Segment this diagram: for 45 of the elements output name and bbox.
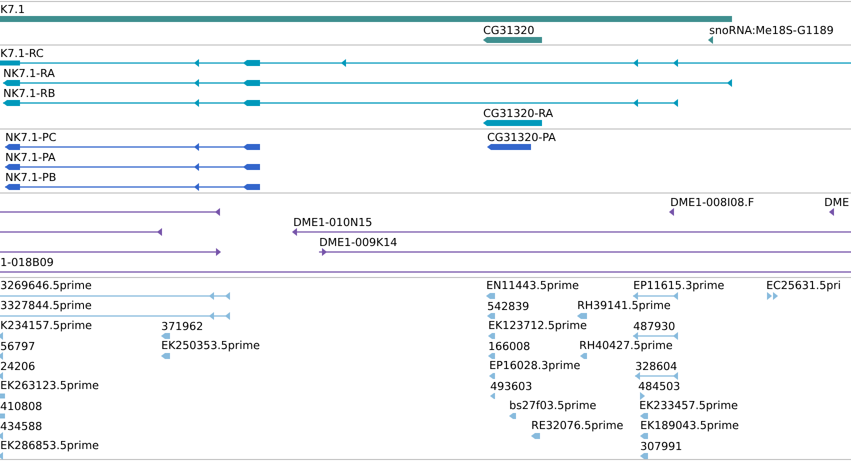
feature-label: EC25631.5pri xyxy=(767,280,840,292)
feature-label: EK123712.5prime xyxy=(489,320,586,332)
feature-label: K7.1-RC xyxy=(1,48,44,58)
feature-label: 1-018B09 xyxy=(1,258,53,266)
feature-label: EK286853.5prime xyxy=(1,440,98,452)
feature-label: 307991 xyxy=(641,442,682,450)
feature-label: CG31320 xyxy=(484,26,534,34)
feature-label: 493603 xyxy=(490,382,532,390)
feature-label: EP11615.3prime xyxy=(634,280,724,292)
feature-label: K234157.5prime xyxy=(1,320,92,332)
feature-label: EK189043.5prime xyxy=(641,420,738,432)
feature-label: 484503 xyxy=(638,382,680,390)
feature-label: DME1-008I08.F xyxy=(671,198,754,206)
feature-label: RE32076.5prime xyxy=(532,420,623,432)
feature-label: RH40427.5prime xyxy=(580,340,672,352)
feature-label: 166008 xyxy=(489,342,530,350)
feature-label: DME1-009K14 xyxy=(320,238,397,246)
feature-label: EP16028.3prime xyxy=(490,360,580,372)
feature-label: 3269646.5prime xyxy=(1,280,92,292)
feature-label: NK7.1-PC xyxy=(6,132,56,142)
feature-label: 371962 xyxy=(162,322,202,330)
feature-label: EK263123.5prime xyxy=(1,380,98,392)
feature-label: 24206 xyxy=(1,362,34,370)
feature-label: 434588 xyxy=(0,422,42,430)
feature-label: NK7.1-RA xyxy=(4,69,55,77)
feature-label: snoRNA:Me18S-G1189 xyxy=(710,26,833,34)
feature-label: 487930 xyxy=(634,322,674,330)
feature-label: EN11443.5prime xyxy=(487,280,578,292)
feature-label: 56797 xyxy=(1,342,34,350)
feature-label: CG31320-PA xyxy=(488,132,556,142)
feature-label: NK7.1-PB xyxy=(6,173,56,182)
feature-label: RH39141.5prime xyxy=(578,300,670,312)
feature-label: 410808 xyxy=(0,402,42,410)
feature-label: DME xyxy=(825,198,848,206)
feature-label: 328604 xyxy=(636,362,677,370)
feature-label: 542839 xyxy=(488,302,528,310)
feature-label: bs27f03.5prime xyxy=(510,400,596,412)
feature-label: DME1-010N15 xyxy=(294,218,372,226)
feature-label: K7.1 xyxy=(1,5,24,13)
feature-label: NK7.1-PA xyxy=(6,153,56,162)
feature-label: NK7.1-RB xyxy=(4,89,54,97)
feature-label: 3327844.5prime xyxy=(1,300,92,312)
feature-label: CG31320-RA xyxy=(484,108,553,118)
feature-label: EK233457.5prime xyxy=(640,400,738,412)
feature-label: EK250353.5prime xyxy=(162,340,260,352)
